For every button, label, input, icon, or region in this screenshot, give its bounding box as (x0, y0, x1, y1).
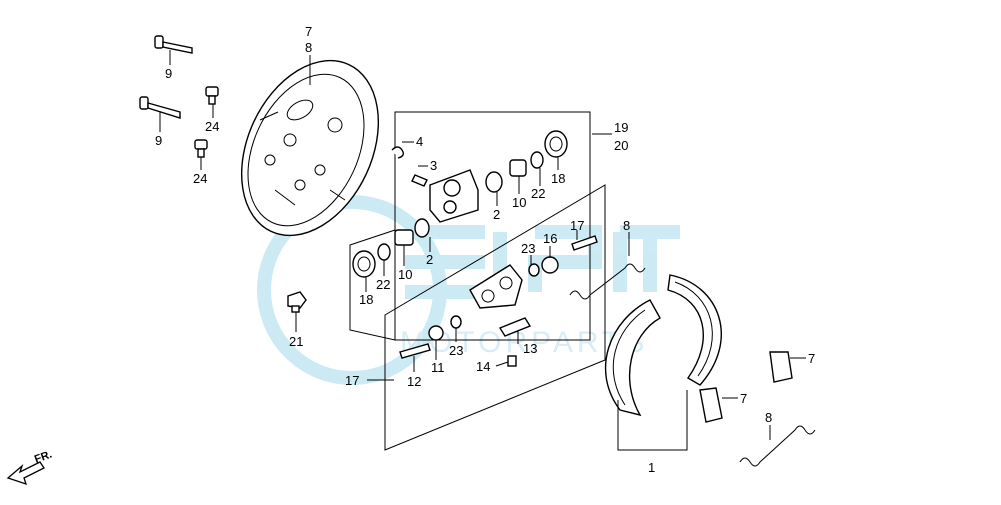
callout-labels: 7 8 9 9 24 24 21 4 3 2 10 22 18 19 20 2 … (155, 24, 815, 475)
wheel-cylinder (391, 146, 479, 223)
callout-8-bottom: 8 (765, 410, 772, 425)
callout-19: 19 (614, 120, 628, 135)
spring-8-bottom (739, 425, 816, 467)
callout-8-top: 8 (623, 218, 630, 233)
callout-17: 17 (345, 373, 359, 388)
callout-22-upper: 22 (531, 186, 545, 201)
callout-7-bottom: 7 (740, 391, 747, 406)
leader-lines (159, 50, 806, 451)
callout-14: 14 (476, 359, 490, 374)
callout-16: 17 (570, 218, 584, 233)
bolt-9-bottom (139, 96, 181, 119)
callout-5: 7 (305, 24, 312, 39)
brake-panel (240, 59, 380, 237)
callout-21: 21 (289, 334, 303, 349)
bolt-9-top (154, 35, 193, 54)
callout-10-lower: 10 (398, 267, 412, 282)
callout-12: 12 (407, 374, 421, 389)
adjuster-group-box (384, 184, 606, 451)
callout-22-lower: 22 (376, 277, 390, 292)
callout-24-bottom: 24 (193, 171, 207, 186)
bolt-24-bottom (194, 139, 208, 158)
wheel-cylinder-group-box-left (349, 229, 396, 341)
callout-23-lower: 23 (449, 343, 463, 358)
callout-2-upper: 2 (493, 207, 500, 222)
callout-18-lower: 18 (359, 292, 373, 307)
callout-9-top: 9 (165, 66, 172, 81)
spring-8-top (569, 263, 646, 300)
front-marker: FR. (33, 448, 54, 465)
callout-24-top: 24 (205, 119, 219, 134)
callout-6: 8 (305, 40, 312, 55)
callout-7-top: 7 (808, 351, 815, 366)
callout-15: 16 (543, 231, 557, 246)
clip-7-bottom (699, 387, 723, 423)
adjuster-parts (399, 235, 598, 367)
brake-shoe-right (667, 274, 722, 386)
callout-9-bottom: 9 (155, 133, 162, 148)
group-outlines (349, 111, 606, 451)
callout-2-lower: 2 (426, 252, 433, 267)
callout-3: 3 (430, 158, 437, 173)
callout-10-upper: 10 (512, 195, 526, 210)
callout-13: 13 (523, 341, 537, 356)
bolt-21 (287, 291, 307, 313)
callout-20: 20 (614, 138, 628, 153)
callout-11: 11 (431, 360, 445, 375)
brake-shoe-left (604, 299, 661, 417)
callout-4: 4 (416, 134, 423, 149)
callout-18-upper: 18 (551, 171, 565, 186)
callout-1: 1 (648, 460, 655, 475)
clip-7-top (769, 351, 793, 383)
lower-cylinder-parts (352, 218, 430, 278)
upper-cylinder-parts (485, 130, 568, 193)
front-arrow: FR. (6, 448, 54, 486)
bolt-24-top (205, 86, 219, 105)
callout-23-upper: 23 (521, 241, 535, 256)
